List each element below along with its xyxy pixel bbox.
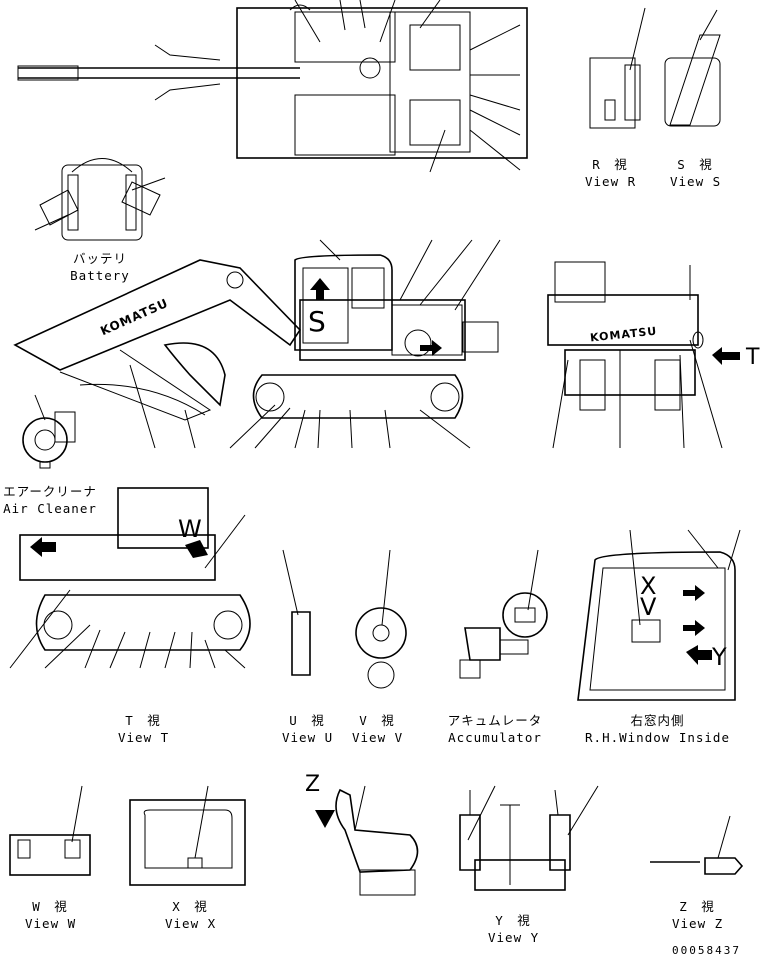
label-view-x: X 視 View X bbox=[165, 898, 215, 932]
main-side-view bbox=[13, 239, 501, 449]
label-battery: バッテリ Battery bbox=[65, 250, 135, 284]
label-view-z-en: View Z bbox=[672, 916, 724, 931]
label-rh-window: 右窓内側 R.H.Window Inside bbox=[580, 712, 735, 746]
view-y-drawing bbox=[459, 785, 599, 891]
label-view-x-jp: X 視 bbox=[172, 899, 208, 914]
view-w-drawing bbox=[9, 785, 91, 876]
marker-x: X bbox=[640, 572, 657, 600]
label-view-r: R 視 View R bbox=[585, 156, 635, 190]
label-accumulator-en: Accumulator bbox=[448, 730, 542, 745]
view-z-seat-drawing bbox=[315, 785, 419, 896]
air-cleaner-drawing bbox=[22, 394, 76, 469]
label-battery-jp: バッテリ bbox=[72, 251, 127, 266]
label-accumulator: アキュムレータ Accumulator bbox=[440, 712, 550, 746]
marker-y: Y bbox=[712, 643, 727, 671]
marker-w: W bbox=[178, 515, 202, 543]
label-view-t-jp: T 視 bbox=[125, 713, 161, 728]
label-view-w: W 視 View W bbox=[25, 898, 75, 932]
label-view-w-en: View W bbox=[25, 916, 77, 931]
view-z-part-drawing bbox=[650, 815, 744, 875]
rear-view bbox=[547, 261, 740, 449]
label-view-s-en: View S bbox=[670, 174, 722, 189]
marker-t: T bbox=[746, 345, 760, 370]
top-plan-view bbox=[17, 0, 528, 173]
label-view-z-jp: Z 視 bbox=[679, 899, 715, 914]
label-view-y: Y 視 View Y bbox=[488, 912, 538, 946]
view-s-drawing bbox=[664, 9, 721, 127]
view-r-drawing bbox=[589, 7, 646, 129]
label-view-t-en: View T bbox=[118, 730, 170, 745]
label-view-s: S 視 View S bbox=[670, 156, 720, 190]
label-view-y-en: View Y bbox=[488, 930, 540, 945]
label-battery-en: Battery bbox=[70, 268, 130, 283]
label-air-cleaner-jp: エアークリーナ bbox=[3, 484, 97, 499]
label-view-s-jp: S 視 bbox=[677, 157, 713, 172]
accumulator-drawing bbox=[459, 549, 548, 679]
rh-window-drawing bbox=[577, 529, 741, 701]
label-rh-window-en: R.H.Window Inside bbox=[585, 730, 730, 745]
drawing-number: 00058437 bbox=[672, 944, 741, 957]
label-view-u-en: View U bbox=[282, 730, 334, 745]
label-view-r-en: View R bbox=[585, 174, 637, 189]
label-rh-window-jp: 右窓内側 bbox=[630, 713, 685, 728]
marker-v: V bbox=[640, 593, 657, 621]
label-view-t: T 視 View T bbox=[118, 712, 168, 746]
view-v-drawing bbox=[355, 549, 407, 689]
label-view-v-en: View V bbox=[352, 730, 404, 745]
label-view-z: Z 視 View Z bbox=[672, 898, 722, 932]
label-view-x-en: View X bbox=[165, 916, 217, 931]
label-view-v-jp: V 視 bbox=[359, 713, 395, 728]
battery-drawing bbox=[34, 158, 166, 241]
label-view-y-jp: Y 視 bbox=[495, 913, 531, 928]
marker-s: S bbox=[308, 305, 326, 338]
view-t-drawing bbox=[9, 487, 251, 669]
label-air-cleaner-en: Air Cleaner bbox=[3, 501, 97, 516]
label-view-r-jp: R 視 bbox=[592, 157, 628, 172]
view-u-drawing bbox=[282, 549, 311, 676]
label-view-u: U 視 View U bbox=[282, 712, 332, 746]
marker-z: Z bbox=[305, 772, 321, 797]
label-air-cleaner: エアークリーナ Air Cleaner bbox=[0, 483, 100, 517]
label-view-w-jp: W 視 bbox=[32, 899, 68, 914]
label-view-v: V 視 View V bbox=[352, 712, 402, 746]
label-view-u-jp: U 視 bbox=[289, 713, 325, 728]
label-accumulator-jp: アキュムレータ bbox=[447, 713, 543, 728]
view-x-drawing bbox=[129, 785, 246, 886]
